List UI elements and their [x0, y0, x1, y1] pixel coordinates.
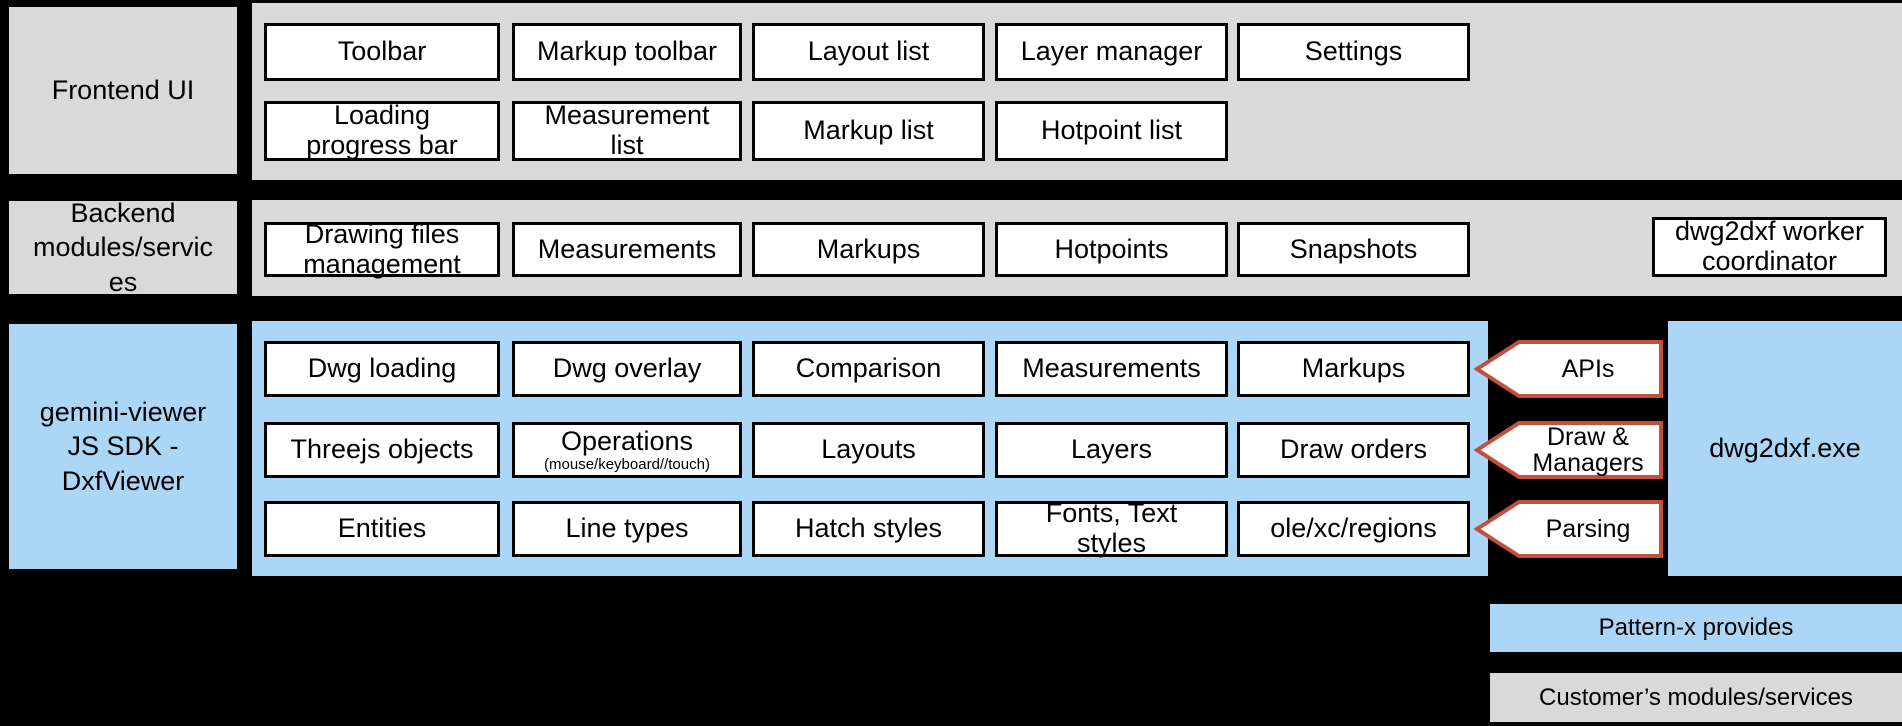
box-dwg2dxf-worker-coordinator: dwg2dxf worker coordinator — [1652, 216, 1887, 277]
box-hotpoints-text: Hotpoints — [1054, 233, 1169, 264]
box-comparison-text: Comparison — [795, 353, 942, 384]
box-line-types: Line types — [512, 501, 742, 557]
box-threejs-objects: Threejs objects — [264, 422, 500, 478]
box-dwg-overlay: Dwg overlay — [512, 341, 742, 397]
frontend-ui-label: Frontend UI — [6, 4, 240, 177]
sdk-label-text: gemini-viewer JS SDK - DxfViewer — [39, 396, 207, 496]
legend-customer-text: Customer’s modules/services — [1539, 683, 1853, 711]
arrow-draw-managers-text: Draw & Managers — [1532, 422, 1644, 477]
box-entities-text: Entities — [337, 513, 427, 544]
box-layouts: Layouts — [752, 422, 985, 478]
box-hotpoint-list: Hotpoint list — [995, 101, 1228, 161]
box-dwg-loading: Dwg loading — [264, 341, 500, 397]
legend-customer: Customer’s modules/services — [1490, 673, 1902, 722]
box-dwg2dxf-worker-coordinator-text: dwg2dxf worker coordinator — [1674, 216, 1865, 276]
box-drawing-files-management-text: Drawing files management — [303, 218, 461, 279]
box-draw-orders-text: Draw orders — [1279, 434, 1428, 465]
box-snapshots-text: Snapshots — [1289, 233, 1418, 264]
box-ole-xc-regions: ole/xc/regions — [1237, 501, 1470, 557]
box-threejs-objects-text: Threejs objects — [290, 434, 474, 465]
backend-modules-label: Backend modules/servic es — [6, 198, 240, 297]
box-markup-toolbar-text: Markup toolbar — [536, 36, 718, 67]
box-snapshots: Snapshots — [1237, 222, 1470, 277]
box-markup-toolbar: Markup toolbar — [512, 23, 742, 81]
box-draw-orders: Draw orders — [1237, 422, 1470, 478]
box-hotpoint-list-text: Hotpoint list — [1040, 115, 1183, 146]
left-arrow-icon — [1474, 421, 1663, 479]
box-measurements-sdk-text: Measurements — [1022, 353, 1201, 384]
box-markups-sdk: Markups — [1237, 341, 1470, 397]
arrow-parsing-text: Parsing — [1545, 514, 1631, 543]
box-settings: Settings — [1237, 23, 1470, 81]
box-operations: Operations (mouse/keyboard//touch) — [512, 422, 742, 478]
legend-pattern-x-text: Pattern-x provides — [1598, 614, 1794, 641]
box-entities: Entities — [264, 501, 500, 557]
box-measurements-backend: Measurements — [512, 222, 742, 277]
box-toolbar-text: Toolbar — [337, 36, 427, 67]
box-layout-list: Layout list — [752, 23, 985, 81]
box-measurements-sdk: Measurements — [995, 341, 1228, 397]
box-markups-backend-text: Markups — [816, 233, 921, 264]
box-fonts-text-styles: Fonts, Text styles — [995, 498, 1228, 558]
box-drawing-files-management: Drawing files management — [264, 218, 500, 279]
box-operations-text: Operations — [560, 426, 694, 457]
left-arrow-icon — [1474, 340, 1663, 398]
box-dwg-loading-text: Dwg loading — [307, 353, 457, 384]
box-hatch-styles: Hatch styles — [752, 501, 985, 557]
box-layers-text: Layers — [1070, 434, 1153, 465]
box-hotpoints: Hotpoints — [995, 222, 1228, 277]
box-settings-text: Settings — [1304, 36, 1403, 67]
box-loading-progress-bar-text: Loading progress bar — [306, 100, 458, 160]
box-markups-backend: Markups — [752, 222, 985, 277]
arrow-parsing: Parsing — [1474, 498, 1664, 560]
dwg2dxf-exe-text: dwg2dxf.exe — [1709, 433, 1861, 463]
box-layers: Layers — [995, 422, 1228, 478]
box-hatch-styles-text: Hatch styles — [794, 513, 943, 544]
box-operations-subtext: (mouse/keyboard//touch) — [544, 455, 710, 473]
box-layer-manager-text: Layer manager — [1020, 36, 1203, 67]
left-arrow-icon — [1474, 500, 1663, 558]
box-line-types-text: Line types — [565, 513, 689, 544]
box-measurement-list: Measurement list — [512, 100, 742, 161]
box-comparison: Comparison — [752, 341, 985, 397]
box-layer-manager: Layer manager — [995, 23, 1228, 81]
arrow-apis: APIs — [1474, 338, 1664, 400]
frontend-ui-label-text: Frontend UI — [51, 75, 195, 106]
box-fonts-text-styles-text: Fonts, Text styles — [1045, 498, 1178, 558]
box-dwg-overlay-text: Dwg overlay — [552, 353, 702, 384]
box-layout-list-text: Layout list — [807, 36, 930, 67]
box-markup-list-text: Markup list — [803, 115, 934, 146]
box-measurement-list-text: Measurement list — [544, 100, 710, 160]
box-markup-list: Markup list — [752, 101, 985, 161]
backend-modules-label-text: Backend modules/servic es — [32, 197, 214, 297]
box-loading-progress-bar: Loading progress bar — [264, 100, 500, 161]
box-markups-sdk-text: Markups — [1301, 353, 1406, 384]
arrow-draw-managers: Draw & Managers — [1474, 419, 1664, 481]
sdk-label: gemini-viewer JS SDK - DxfViewer — [6, 321, 240, 572]
box-measurements-backend-text: Measurements — [537, 233, 717, 264]
legend-pattern-x: Pattern-x provides — [1490, 604, 1902, 652]
box-layouts-text: Layouts — [821, 434, 916, 465]
box-toolbar: Toolbar — [264, 23, 500, 81]
arrow-apis-text: APIs — [1561, 354, 1615, 383]
box-ole-xc-regions-text: ole/xc/regions — [1270, 513, 1437, 544]
dwg2dxf-exe-box: dwg2dxf.exe — [1668, 321, 1902, 576]
